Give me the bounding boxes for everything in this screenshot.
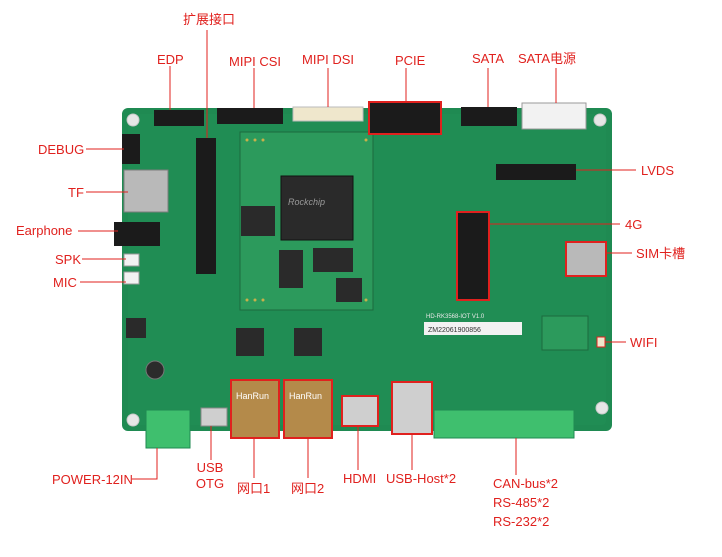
- label-usb-otg-line2: OTG: [195, 476, 225, 491]
- label-earphone: Earphone: [16, 223, 73, 238]
- mount-hole: [126, 413, 140, 427]
- mount-hole: [126, 113, 140, 127]
- label-expansion-interface: 扩展接口: [183, 12, 236, 27]
- pmic-chip: [336, 278, 362, 302]
- serial-text: ZM22061900856: [428, 327, 481, 334]
- leader-power: [132, 448, 158, 480]
- power-terminal: [145, 409, 191, 449]
- label-lvds: LVDS: [641, 163, 674, 178]
- eth2-jack: [283, 379, 333, 439]
- label-mipi-csi: MIPI CSI: [229, 54, 282, 69]
- leader-lines: [78, 30, 636, 480]
- usb-host-port: [391, 381, 433, 435]
- terminal-block: [433, 409, 575, 439]
- mount-hole: [593, 113, 607, 127]
- pcie-slot: [368, 101, 442, 135]
- soc-chip: [280, 175, 354, 241]
- sata-power-port: [521, 102, 587, 130]
- label-hdmi: HDMI: [343, 471, 377, 486]
- label-mipi-dsi: MIPI DSI: [302, 52, 355, 67]
- debug-header: [122, 134, 140, 164]
- som-edge-holes: [245, 138, 368, 302]
- label-canbus: CAN-bus*2: [493, 476, 559, 491]
- ram-chip: [241, 206, 275, 236]
- eth1-brand: HanRun: [236, 391, 269, 401]
- spk-connector: [123, 253, 140, 267]
- label-edp: EDP: [157, 52, 184, 67]
- mic-connector: [123, 271, 140, 285]
- label-tf: TF: [68, 185, 84, 200]
- mount-hole: [595, 401, 609, 415]
- label-mic: MIC: [53, 275, 77, 290]
- phy-chip: [236, 328, 264, 356]
- sim-slot: [565, 241, 607, 277]
- label-spk: SPK: [55, 252, 82, 267]
- earphone-jack: [114, 222, 160, 246]
- tf-slot: [123, 169, 169, 213]
- lvds-header: [496, 164, 576, 180]
- emmc-chip: [313, 248, 353, 272]
- hdmi-port: [341, 395, 379, 427]
- usb-otg-port: [200, 407, 228, 427]
- label-eth1: 网口1: [237, 481, 271, 496]
- lte-slot: [456, 211, 490, 301]
- label-usb-otg-line1: USB: [196, 460, 224, 475]
- label-rs232: RS-232*2: [493, 514, 550, 529]
- label-rs485: RS-485*2: [493, 495, 550, 510]
- serial-sticker: [424, 322, 522, 335]
- mipi-dsi-connector: [292, 106, 364, 122]
- label-4g: 4G: [625, 217, 643, 232]
- label-eth2: 网口2: [291, 481, 325, 496]
- label-power: POWER-12IN: [52, 472, 133, 487]
- board-model-text: HD-RK3568-IOT V1.0: [426, 314, 485, 320]
- label-sata-power: SATA电源: [518, 51, 577, 66]
- phy-chip: [294, 328, 322, 356]
- wifi-module: [541, 315, 589, 351]
- label-usb-host: USB-Host*2: [386, 471, 457, 486]
- audio-chip: [126, 318, 146, 338]
- eth2-brand: HanRun: [289, 391, 322, 401]
- label-debug: DEBUG: [38, 142, 85, 157]
- sata-port: [461, 107, 517, 126]
- edp-header: [154, 110, 204, 126]
- eth1-jack: [230, 379, 280, 439]
- label-pcie: PCIE: [395, 53, 426, 68]
- label-sata: SATA: [472, 51, 505, 66]
- wifi-antenna: [596, 336, 606, 348]
- capacitor: [145, 360, 165, 380]
- label-wifi: WIFI: [630, 335, 658, 350]
- expansion-header: [196, 138, 216, 274]
- label-sim-slot: SIM卡槽: [636, 246, 686, 261]
- soc-brand-text: Rockchip: [288, 197, 325, 207]
- ram-chip: [279, 250, 303, 288]
- mipi-csi-header: [217, 108, 283, 124]
